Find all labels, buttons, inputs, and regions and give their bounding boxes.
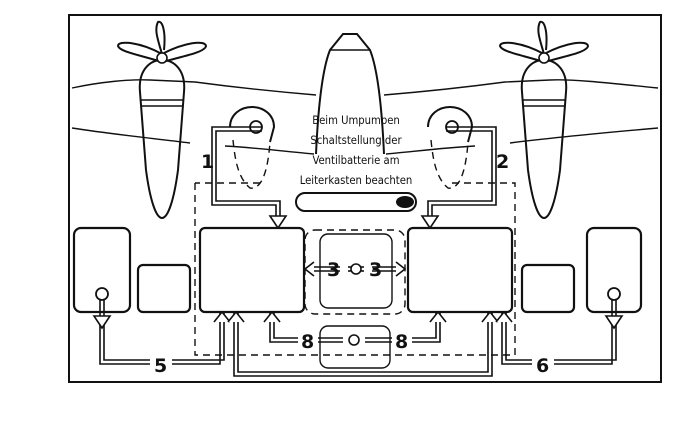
note-line-2: Schaltstellung der bbox=[310, 134, 402, 147]
label-bottom-left: 8 bbox=[301, 331, 314, 353]
wing-trailing-edge bbox=[71, 127, 659, 155]
note-line-4: Leiterkasten beachten bbox=[300, 174, 413, 187]
left-main-tank bbox=[198, 226, 306, 314]
wing-leading-edge bbox=[71, 79, 659, 96]
label-line-right: 6 bbox=[536, 355, 549, 377]
right-main-tank bbox=[406, 226, 514, 314]
right-inner-tank bbox=[520, 263, 576, 314]
label-pump-right: 2 bbox=[496, 151, 509, 173]
connector-8 bbox=[263, 310, 447, 369]
valve-battery-bar bbox=[295, 192, 417, 212]
left-engine bbox=[116, 20, 208, 220]
note-line-1: Beim Umpumpen bbox=[312, 114, 400, 127]
left-nacelle bbox=[138, 58, 186, 220]
aircraft-outline bbox=[71, 33, 659, 155]
label-pump-left: 1 bbox=[201, 151, 214, 173]
right-nacelle bbox=[520, 58, 568, 220]
label-line-left: 5 bbox=[154, 355, 167, 377]
left-propeller bbox=[116, 20, 208, 63]
diagram-frame bbox=[68, 14, 662, 383]
label-center-left: 3 bbox=[327, 259, 340, 281]
note-text: Beim Umpumpen Schaltstellung der Ventilb… bbox=[300, 114, 413, 187]
left-inner-tank bbox=[136, 263, 192, 314]
fuselage-nose bbox=[315, 33, 385, 155]
line-cross-bottom bbox=[227, 310, 499, 377]
pipe-1 bbox=[211, 126, 288, 230]
label-center-right: 3 bbox=[369, 259, 382, 281]
right-engine bbox=[498, 20, 590, 220]
right-propeller bbox=[498, 20, 590, 63]
connector-3 bbox=[303, 259, 407, 279]
line-6 bbox=[495, 287, 624, 365]
bottom-valve-box bbox=[319, 325, 391, 369]
label-bottom-right: 8 bbox=[395, 331, 408, 353]
right-outer-tank bbox=[585, 226, 643, 314]
note-line-3: Ventilbatterie am bbox=[312, 154, 399, 167]
fuselage-dashed-outline bbox=[194, 182, 516, 356]
center-dashed-outline bbox=[304, 229, 406, 315]
left-outer-tank bbox=[72, 226, 132, 314]
pipe-2 bbox=[420, 126, 497, 230]
